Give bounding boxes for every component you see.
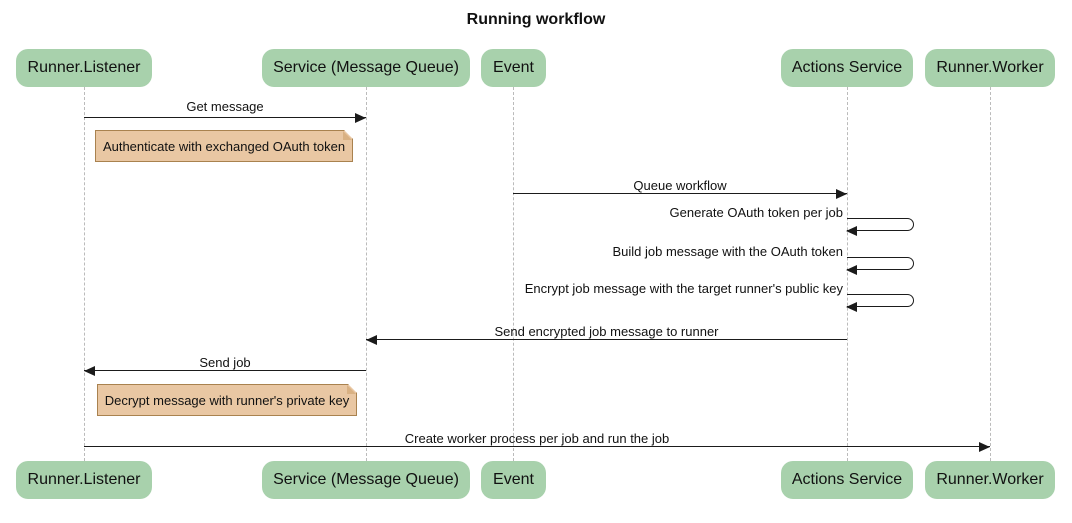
participant-runner-listener-bottom: Runner.Listener [16,461,152,499]
message-label-create-worker: Create worker process per job and run th… [404,431,670,446]
lifeline-runner-worker [989,87,991,461]
participant-runner-worker-bottom: Runner.Worker [925,461,1055,499]
message-arrow-send-encrypted-job [366,335,847,345]
participant-runner-worker-top: Runner.Worker [925,49,1055,87]
lifeline-runner-listener [83,87,85,461]
participant-event-top: Event [481,49,546,87]
lifeline-service-message-queue [365,87,367,461]
message-arrow-queue-workflow [513,189,847,199]
self-message-label-generate-oauth: Generate OAuth token per job [669,205,843,220]
self-message-loop-build-job-message [846,257,914,275]
lifeline-event [512,87,514,461]
arrowhead-right-icon [979,442,990,452]
message-label-queue-workflow: Queue workflow [633,178,727,193]
message-label-send-encrypted-job: Send encrypted job message to runner [494,324,719,339]
arrowhead-left-icon [846,265,857,275]
message-label-send-job: Send job [199,355,251,370]
message-arrow-create-worker [84,442,990,452]
self-message-label-build-job-message: Build job message with the OAuth token [612,244,843,259]
participant-service-message-queue-top: Service (Message Queue) [262,49,470,87]
message-arrow-get-message [84,113,366,123]
participant-event-bottom: Event [481,461,546,499]
self-message-label-encrypt-job-message: Encrypt job message with the target runn… [524,281,843,296]
message-label-get-message: Get message [186,99,264,114]
arrowhead-left-icon [366,335,377,345]
arrowhead-left-icon [846,302,857,312]
note-decrypt-message: Decrypt message with runner's private ke… [97,384,357,416]
participant-actions-service-top: Actions Service [781,49,913,87]
message-arrow-send-job [84,366,366,376]
diagram-title: Running workflow [466,11,606,28]
note-authenticate-oauth: Authenticate with exchanged OAuth token [95,130,353,162]
arrowhead-left-icon [846,226,857,236]
participant-runner-listener-top: Runner.Listener [16,49,152,87]
participant-service-message-queue-bottom: Service (Message Queue) [262,461,470,499]
self-message-loop-encrypt-job-message [846,294,914,312]
arrowhead-right-icon [836,189,847,199]
arrowhead-right-icon [355,113,366,123]
self-message-loop-generate-oauth [846,218,914,236]
participant-actions-service-bottom: Actions Service [781,461,913,499]
arrowhead-left-icon [84,366,95,376]
